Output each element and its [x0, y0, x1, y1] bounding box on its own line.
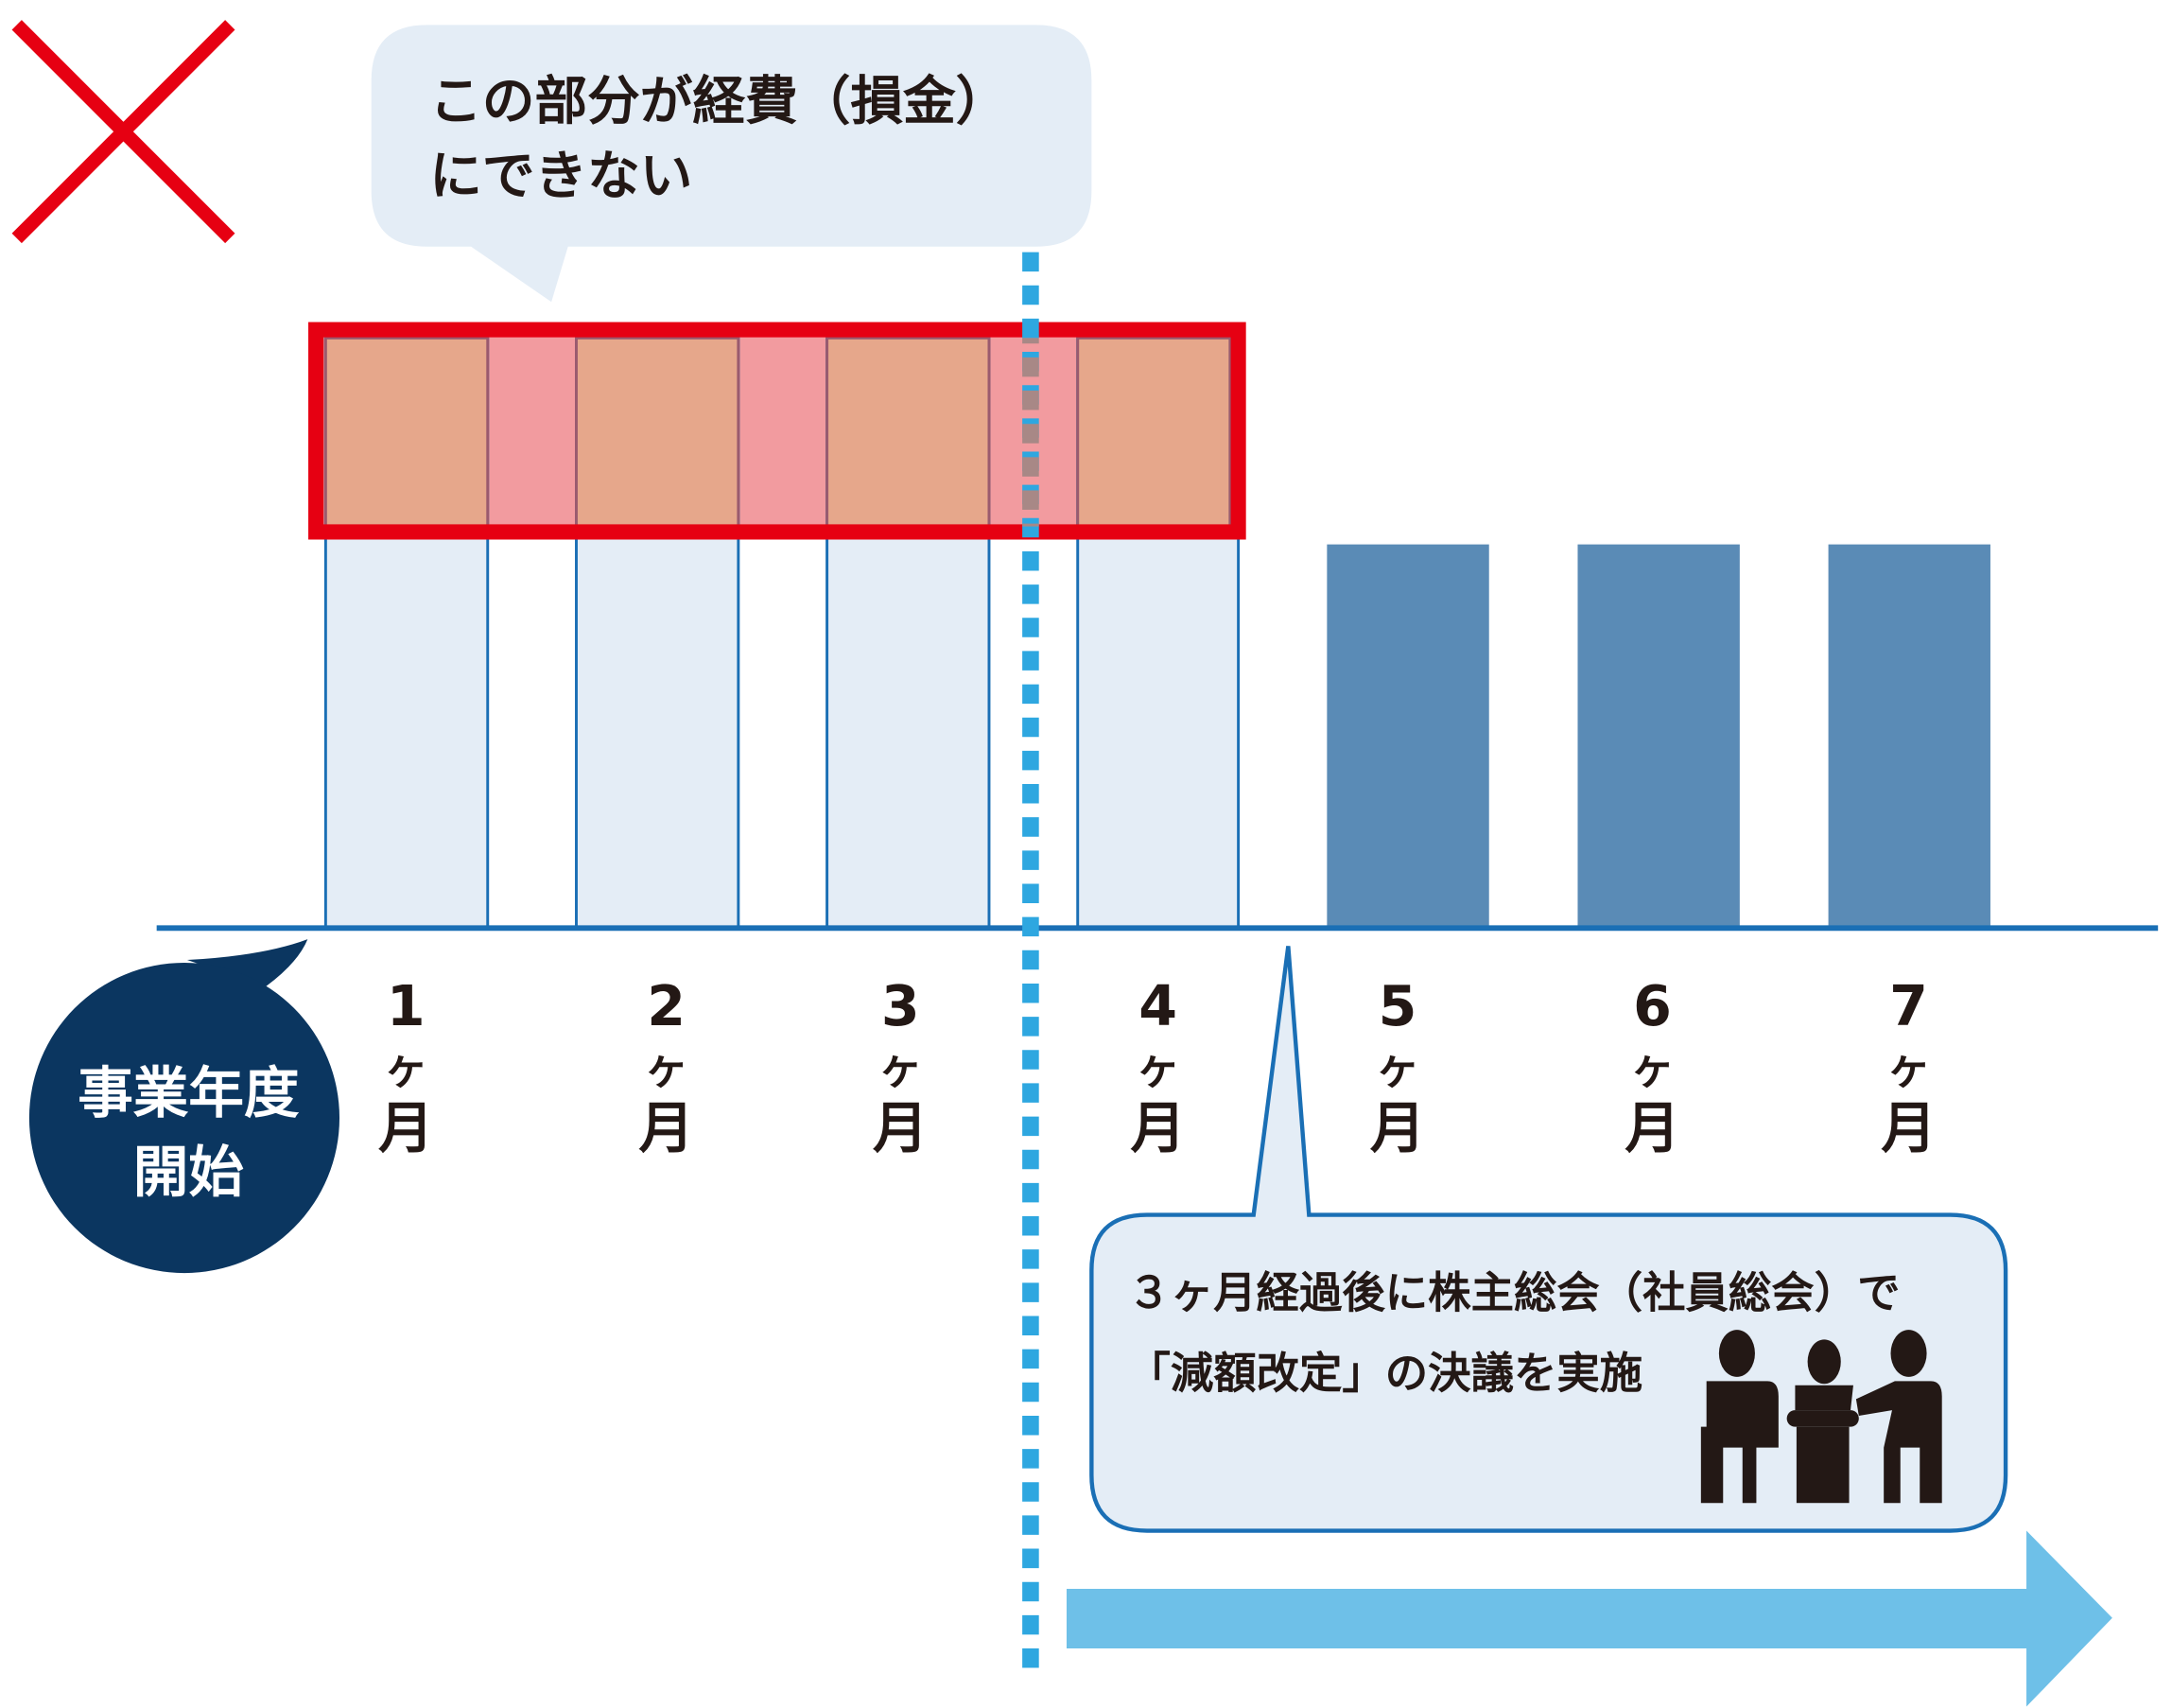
svg-text:ヶ: ヶ [1886, 1042, 1931, 1094]
svg-text:月: 月 [638, 1096, 694, 1160]
svg-text:月: 月 [1130, 1096, 1186, 1160]
bar-month-7 [1828, 544, 1990, 929]
bar-month-6 [1577, 544, 1740, 929]
month-label-4: 4ヶ月 [1130, 974, 1186, 1160]
bottom-callout: ３ヶ月経過後に株主総会（社員総会）で 「減額改定」の決議を実施 [1089, 946, 2008, 1533]
badge-line2: 開始 [133, 1141, 244, 1205]
svg-text:月: 月 [1625, 1096, 1680, 1160]
month-labels: 1ヶ月 2ヶ月 3ヶ月 4ヶ月 5ヶ月 6ヶ月 7ヶ月 [378, 974, 1937, 1160]
month-label-1: 1ヶ月 [378, 974, 434, 1160]
svg-text:月: 月 [1881, 1096, 1937, 1160]
month-label-7: 7ヶ月 [1881, 974, 1937, 1160]
svg-text:ヶ: ヶ [384, 1042, 428, 1094]
svg-text:5: 5 [1379, 974, 1417, 1038]
month-label-6: 6ヶ月 [1625, 974, 1680, 1160]
time-progress-arrow [1066, 1530, 2112, 1707]
svg-text:4: 4 [1138, 974, 1177, 1038]
fiscal-year-start-badge: 事業年度 開始 [28, 939, 340, 1274]
svg-text:3: 3 [881, 974, 920, 1038]
top-callout-line2: にできない [429, 146, 692, 207]
svg-text:6: 6 [1633, 974, 1672, 1038]
svg-text:ヶ: ヶ [1136, 1042, 1180, 1094]
svg-text:7: 7 [1889, 974, 1928, 1038]
svg-text:2: 2 [647, 974, 686, 1038]
svg-text:月: 月 [873, 1096, 929, 1160]
top-callout: この部分が経費（損金） にできない [371, 25, 1092, 303]
bottom-callout-line1: ３ヶ月経過後に株主総会（社員総会）で [1127, 1268, 1900, 1318]
month-label-3: 3ヶ月 [873, 974, 929, 1160]
svg-text:ヶ: ヶ [878, 1042, 923, 1094]
month-label-5: 5ヶ月 [1370, 974, 1426, 1160]
svg-text:月: 月 [378, 1096, 434, 1160]
bar-month-5 [1327, 544, 1489, 929]
svg-text:月: 月 [1370, 1096, 1426, 1160]
cross-mark-icon [11, 20, 235, 244]
bottom-callout-line2: 「減額改定」の決議を実施 [1127, 1349, 1642, 1399]
meeting-people-icon [1700, 1330, 1942, 1504]
svg-text:ヶ: ヶ [644, 1042, 688, 1094]
non-deductible-portions [323, 336, 1232, 529]
month-label-2: 2ヶ月 [638, 974, 694, 1160]
svg-text:ヶ: ヶ [1630, 1042, 1675, 1094]
non-deductible-highlight-frame [308, 322, 1246, 540]
badge-line1: 事業年度 [78, 1061, 300, 1125]
top-callout-line1: この部分が経費（損金） [429, 71, 1008, 132]
svg-text:ヶ: ヶ [1376, 1042, 1420, 1094]
reduced-month-bars [1327, 544, 1990, 929]
svg-text:1: 1 [387, 974, 426, 1038]
